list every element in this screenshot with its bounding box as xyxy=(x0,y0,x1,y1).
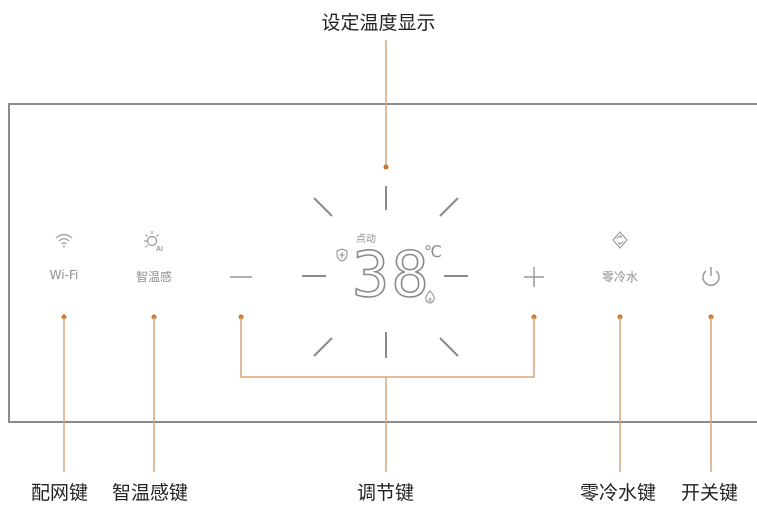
zero-cold-water-label: 零冷水 xyxy=(601,270,638,284)
plus-button[interactable] xyxy=(518,262,550,294)
wifi-icon xyxy=(55,233,73,248)
temperature-value: 38 xyxy=(351,238,431,311)
power-icon xyxy=(702,267,720,286)
adjust-bracket xyxy=(240,317,535,378)
callout-adjust-key: 调节键 xyxy=(357,482,415,504)
smart-temp-key[interactable]: AI 智温感 xyxy=(126,230,182,290)
plus-icon xyxy=(524,267,544,287)
temperature-unit: ℃ xyxy=(424,242,442,261)
ignite-indicator: 点动 xyxy=(356,234,376,245)
title-leader-dot xyxy=(383,164,389,170)
display-rays xyxy=(302,186,468,358)
temperature-display: 点动 38 ℃ xyxy=(296,186,476,366)
refresh-water-icon xyxy=(612,231,628,249)
minus-button[interactable] xyxy=(226,262,256,292)
power-button[interactable] xyxy=(694,262,728,296)
control-panel xyxy=(8,103,757,423)
callout-zero-cold-key: 零冷水键 xyxy=(580,482,657,504)
callout-power-key: 开关键 xyxy=(681,482,739,504)
minus-icon xyxy=(230,276,252,278)
wifi-label: Wi-Fi xyxy=(49,268,79,282)
title-set-temperature-display: 设定温度显示 xyxy=(321,12,436,34)
shield-icon xyxy=(336,248,348,262)
sun-ai-icon: AI xyxy=(144,231,163,253)
flame-icon xyxy=(425,290,435,304)
callout-wifi-key: 配网键 xyxy=(31,482,89,504)
wifi-key[interactable]: Wi-Fi xyxy=(44,230,84,290)
callout-smart-temp-key: 智温感键 xyxy=(112,482,189,504)
svg-text:AI: AI xyxy=(156,246,163,253)
zero-cold-water-key[interactable]: 零冷水 xyxy=(592,230,648,290)
smart-temp-label: 智温感 xyxy=(135,270,172,284)
